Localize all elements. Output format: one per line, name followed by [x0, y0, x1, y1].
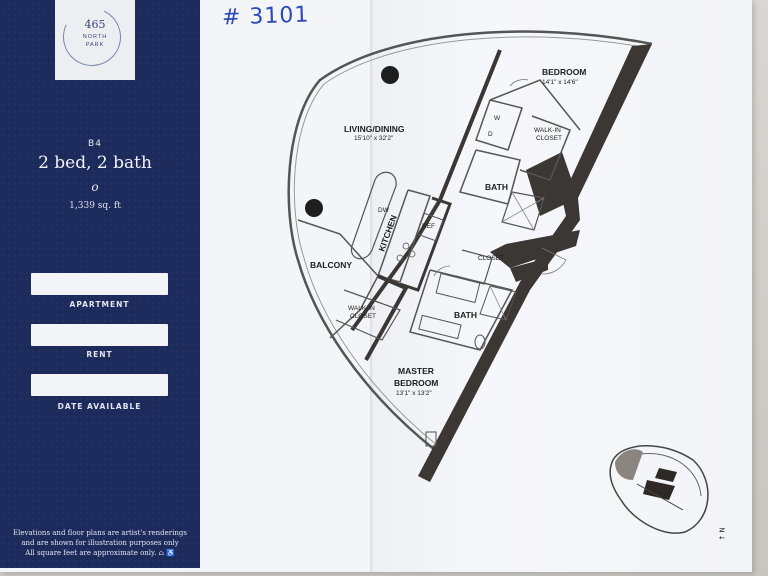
toilet-bottom	[474, 334, 486, 350]
keyplan-core-2	[655, 468, 677, 482]
label-closet: CLOSET	[478, 255, 504, 262]
balcony-wall	[364, 274, 409, 361]
label-master-1: MASTER	[398, 366, 434, 376]
stove-1	[402, 242, 410, 250]
rent-field[interactable]	[31, 324, 168, 346]
paper-fold	[370, 0, 373, 572]
exterior-curve	[287, 30, 653, 451]
fridge	[416, 212, 444, 242]
unit-type: 2 bed, 2 bath	[38, 153, 152, 173]
unit-mark: o	[91, 180, 99, 194]
dims-bedroom: 14'1" x 14'6"	[542, 79, 578, 86]
label-washer: W	[494, 115, 501, 122]
kitchen-walls	[377, 189, 431, 283]
dims-master: 13'1" x 13'2"	[396, 390, 432, 397]
tub	[435, 272, 481, 304]
kitchen-counter	[399, 196, 452, 292]
vanity	[418, 314, 462, 340]
door-swing-bedroom	[509, 79, 529, 87]
stove-2	[408, 250, 416, 258]
shower-diag-1	[511, 191, 535, 231]
date-available-field[interactable]	[31, 374, 168, 396]
disclaimer: Elevations and floor plans are artist's …	[6, 528, 194, 558]
label-kitchen: KITCHEN	[376, 214, 398, 253]
exterior-curve-inner	[293, 36, 649, 447]
column-left	[305, 199, 323, 217]
label-walkin-top-1: WALK-IN	[534, 127, 561, 134]
label-refrigerator: REF	[422, 223, 435, 230]
label-dryer: D	[488, 131, 493, 138]
shower-bottom-diag	[489, 285, 507, 321]
label-bath-bottom: BATH	[454, 310, 477, 320]
door-swing-entry	[541, 247, 567, 275]
label-walkin-top-2: CLOSET	[536, 135, 562, 142]
disclaimer-line-3: All square feet are approximate only. ⌂ …	[25, 549, 175, 557]
north-label: N	[718, 527, 727, 533]
label-master-2: BEDROOM	[394, 378, 438, 388]
label-dishwasher: DW	[378, 207, 390, 214]
sheet-right-half	[372, 0, 752, 572]
core-wall-bath	[510, 258, 548, 282]
label-walkin-bottom-2: CLOSET	[350, 313, 376, 320]
disclaimer-line-2: and are shown for illustration purposes …	[21, 539, 179, 547]
brand-logo: 465 NORTH PARK	[54, 0, 135, 80]
date-available-label: DATE AVAILABLE	[57, 402, 142, 411]
door-swing-master	[433, 265, 451, 277]
unit-code: B4	[88, 139, 102, 149]
keyplan-inner	[640, 453, 702, 497]
info-panel: 465 NORTH PARK B4 2 bed, 2 bath o 1,339 …	[0, 0, 200, 568]
label-bath-top: BATH	[485, 182, 508, 192]
walkin-bottom-walls	[335, 289, 401, 341]
keyplan-core	[643, 480, 675, 500]
apartment-field[interactable]	[31, 273, 168, 295]
label-bedroom: BEDROOM	[542, 67, 586, 77]
unit-size: 1,339 sq. ft	[69, 201, 121, 211]
partition-walkin-top	[519, 115, 571, 181]
keyplan-shaded	[615, 449, 643, 480]
column-top	[381, 66, 399, 84]
core-wall-middle	[490, 230, 580, 268]
logo-number: 465	[84, 18, 106, 31]
rent-label: RENT	[86, 350, 113, 359]
disclaimer-line-1: Elevations and floor plans are artist's …	[13, 529, 187, 537]
master-window-post	[425, 431, 437, 447]
partition-bedroom	[489, 79, 581, 131]
label-balcony: BALCONY	[310, 260, 352, 270]
keyplan-outline	[609, 445, 709, 534]
partition-laundry	[475, 99, 523, 151]
floor-plan-sheet: 465 NORTH PARK B4 2 bed, 2 bath o 1,339 …	[0, 0, 752, 572]
north-indicator: ↑ N	[719, 527, 727, 540]
apartment-label: APARTMENT	[69, 300, 130, 309]
kitchen-island	[350, 171, 397, 260]
logo-line-2: PARK	[85, 42, 105, 48]
stove-3	[396, 254, 404, 262]
keyplan-divider	[636, 483, 684, 511]
label-walkin-bottom-1: WALK-IN	[348, 305, 375, 312]
label-living: LIVING/DINING	[344, 124, 405, 134]
partition-living-left	[350, 49, 502, 332]
master-bath-walls	[409, 269, 514, 351]
floor-plan-drawing: BEDROOM 14'1" x 14'6" LIVING/DINING 15'1…	[287, 30, 653, 482]
north-arrow-icon: ↑	[718, 534, 727, 541]
key-plan	[609, 445, 709, 534]
core-wall-top	[526, 152, 578, 216]
shower-diag-2	[501, 197, 545, 223]
logo-line-1: NORTH	[82, 34, 108, 40]
dims-living: 15'10" x 32'2"	[354, 135, 394, 142]
